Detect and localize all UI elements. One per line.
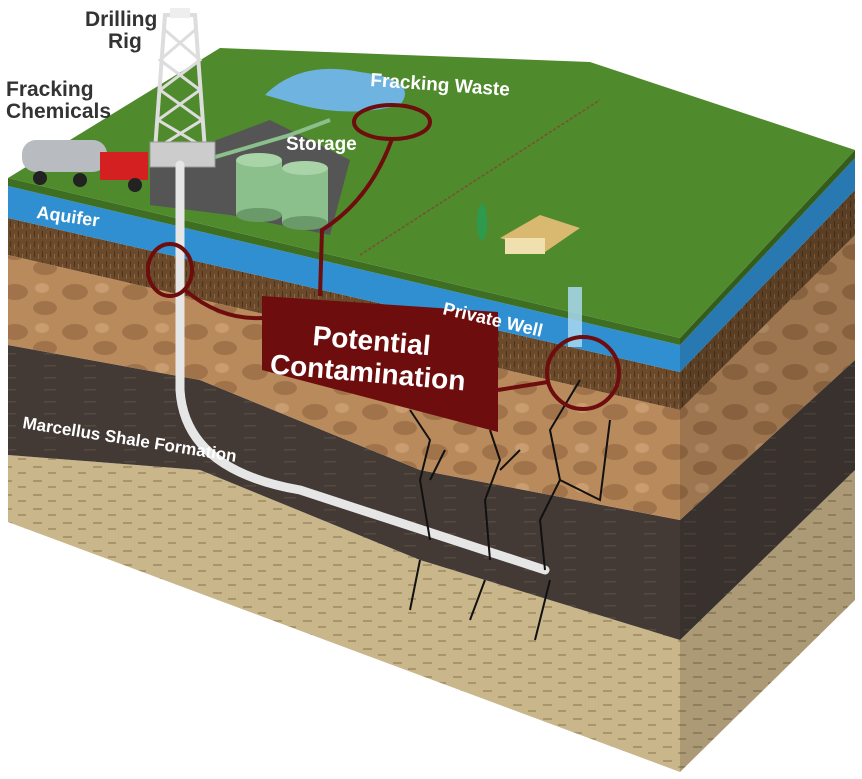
contamination-callouts: [146, 103, 621, 411]
contamination-box: [262, 296, 498, 432]
shale-layer: [8, 345, 680, 640]
waste-pond: [265, 68, 405, 112]
storage-tanks: [204, 118, 331, 230]
wellbore: [175, 160, 550, 575]
sandstone-layer: [8, 455, 680, 772]
fractures: [409, 379, 611, 641]
private-well: [568, 287, 582, 347]
ground-surface: [8, 48, 855, 338]
house: [477, 204, 580, 254]
tanker-truck: [22, 140, 148, 192]
label-storage: Storage: [286, 134, 357, 155]
right-face: [680, 150, 855, 772]
